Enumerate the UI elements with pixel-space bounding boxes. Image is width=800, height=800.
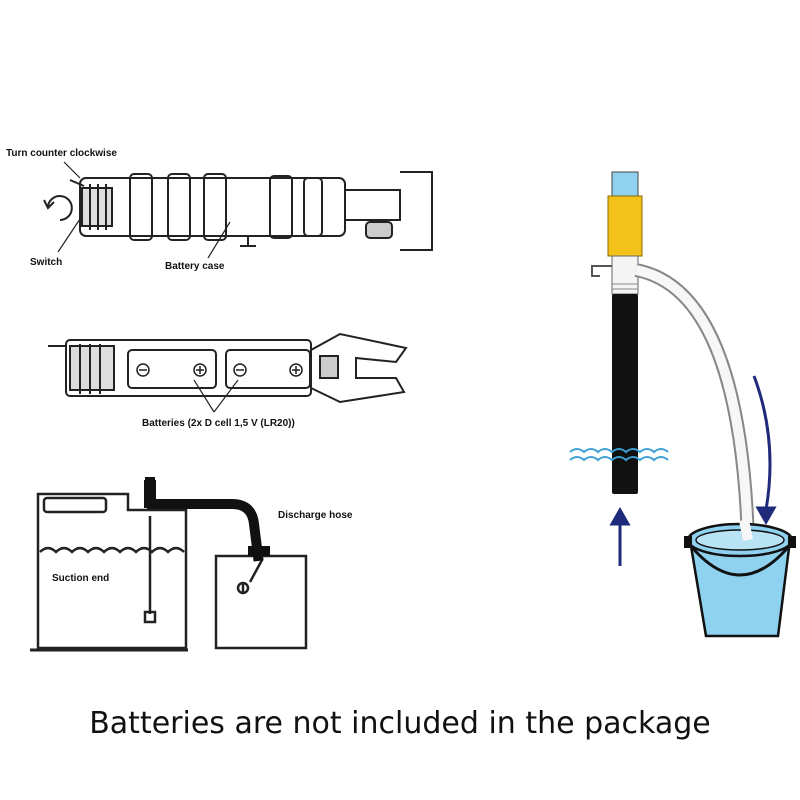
label-battery-case: Battery case bbox=[165, 261, 225, 272]
up-arrow-icon bbox=[609, 506, 631, 566]
label-switch: Switch bbox=[30, 257, 62, 268]
switch-leader bbox=[57, 215, 83, 253]
battery-compartment bbox=[48, 332, 408, 404]
rotate-arrow-icon bbox=[43, 195, 73, 221]
pump-side-view bbox=[69, 171, 433, 251]
canister-transfer bbox=[30, 492, 308, 652]
label-suction-end: Suction end bbox=[52, 573, 109, 584]
battery-contact-icons bbox=[136, 363, 303, 377]
battery-case-leader bbox=[207, 221, 231, 259]
bucket bbox=[684, 519, 796, 638]
down-arrow-icon bbox=[752, 375, 777, 526]
label-discharge-hose: Discharge hose bbox=[278, 510, 353, 521]
turn-leader bbox=[63, 161, 81, 179]
label-batteries: Batteries (2x D cell 1,5 V (LR20)) bbox=[142, 418, 295, 429]
discharge-hose-path bbox=[145, 477, 264, 562]
pump-assembly bbox=[591, 171, 755, 541]
footer-note: Batteries are not included in the packag… bbox=[89, 706, 711, 741]
label-turn-counter-clockwise: Turn counter clockwise bbox=[6, 148, 117, 159]
water-surface-waves bbox=[569, 448, 669, 462]
